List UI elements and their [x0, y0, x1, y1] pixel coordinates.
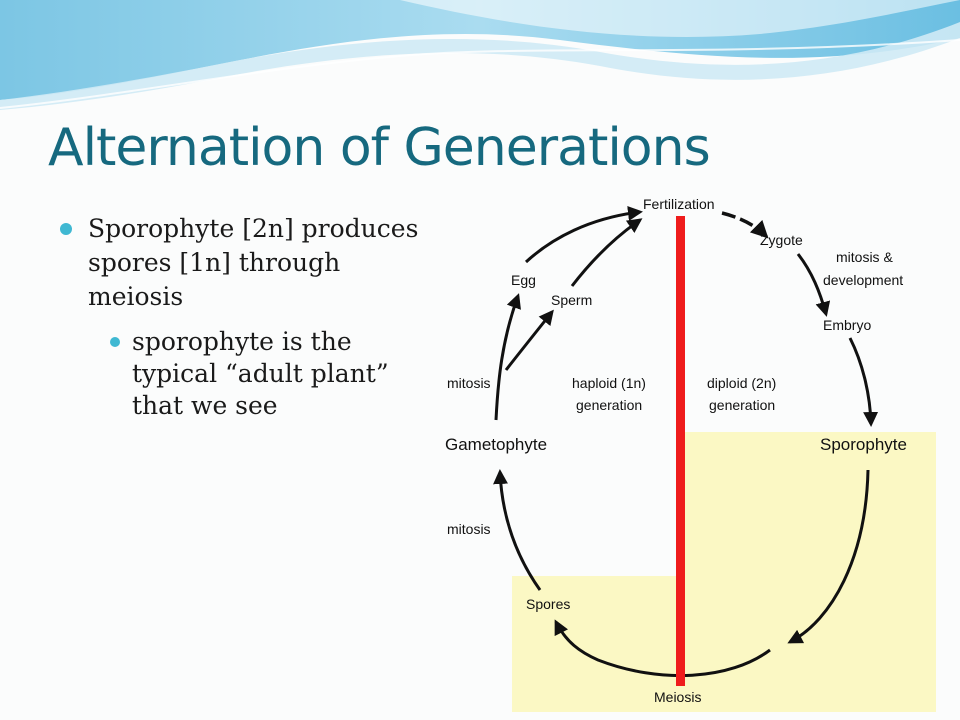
header-wave-decoration — [0, 0, 960, 110]
label-fertilization: Fertilization — [643, 196, 715, 212]
slide-title: Alternation of Generations — [48, 118, 711, 178]
label-meiosis: Meiosis — [654, 689, 701, 705]
label-embryo: Embryo — [823, 317, 871, 333]
label-mitosis-development-2: development — [823, 272, 903, 288]
label-haploid-1: haploid (1n) — [572, 375, 646, 391]
bullet-text: Sporophyte [2n] produces spores [1n] thr… — [88, 214, 419, 311]
bullet-list: Sporophyte [2n] produces spores [1n] thr… — [60, 212, 430, 422]
label-mitosis-upper: mitosis — [447, 375, 491, 391]
arrow-zygote-to-embryo — [796, 253, 831, 317]
bullet-item: Sporophyte [2n] produces spores [1n] thr… — [60, 212, 430, 314]
label-gametophyte: Gametophyte — [445, 435, 547, 454]
diploid-region-right — [682, 432, 936, 712]
life-cycle-diagram: Fertilization Zygote mitosis & developme… — [445, 196, 936, 712]
label-mitosis-lower: mitosis — [447, 521, 491, 537]
label-haploid-2: generation — [576, 397, 642, 413]
sub-bullet-text: sporophyte is the typical “adult plant” … — [132, 327, 389, 420]
arrow-gametophyte-to-egg — [494, 293, 521, 421]
arrow-fertilization-to-zygote — [721, 211, 769, 239]
bullet-dot-icon — [60, 223, 72, 235]
label-sporophyte: Sporophyte — [820, 435, 907, 454]
label-diploid-2: generation — [709, 397, 775, 413]
arrow-meiosis-arc — [554, 619, 771, 678]
label-spores: Spores — [526, 596, 570, 612]
label-sperm: Sperm — [551, 292, 592, 308]
diploid-region-bottom — [512, 576, 682, 712]
label-mitosis-development-1: mitosis & — [836, 249, 893, 265]
label-zygote: Zygote — [760, 232, 803, 248]
arrow-embryo-to-sporophyte — [848, 337, 879, 427]
arrow-egg-to-fertilization — [524, 205, 643, 264]
sub-bullet-item: sporophyte is the typical “adult plant” … — [98, 326, 430, 422]
arrow-gametophyte-to-sperm — [504, 309, 554, 371]
sub-bullet-dot-icon — [110, 337, 120, 347]
generation-divider — [676, 216, 685, 686]
label-diploid-1: diploid (2n) — [707, 375, 776, 391]
arrow-spores-to-gametophyte — [493, 469, 542, 591]
label-egg: Egg — [511, 272, 536, 288]
arrow-sporophyte-to-meiosis — [787, 469, 870, 644]
arrow-sperm-to-fertilization — [570, 218, 643, 287]
